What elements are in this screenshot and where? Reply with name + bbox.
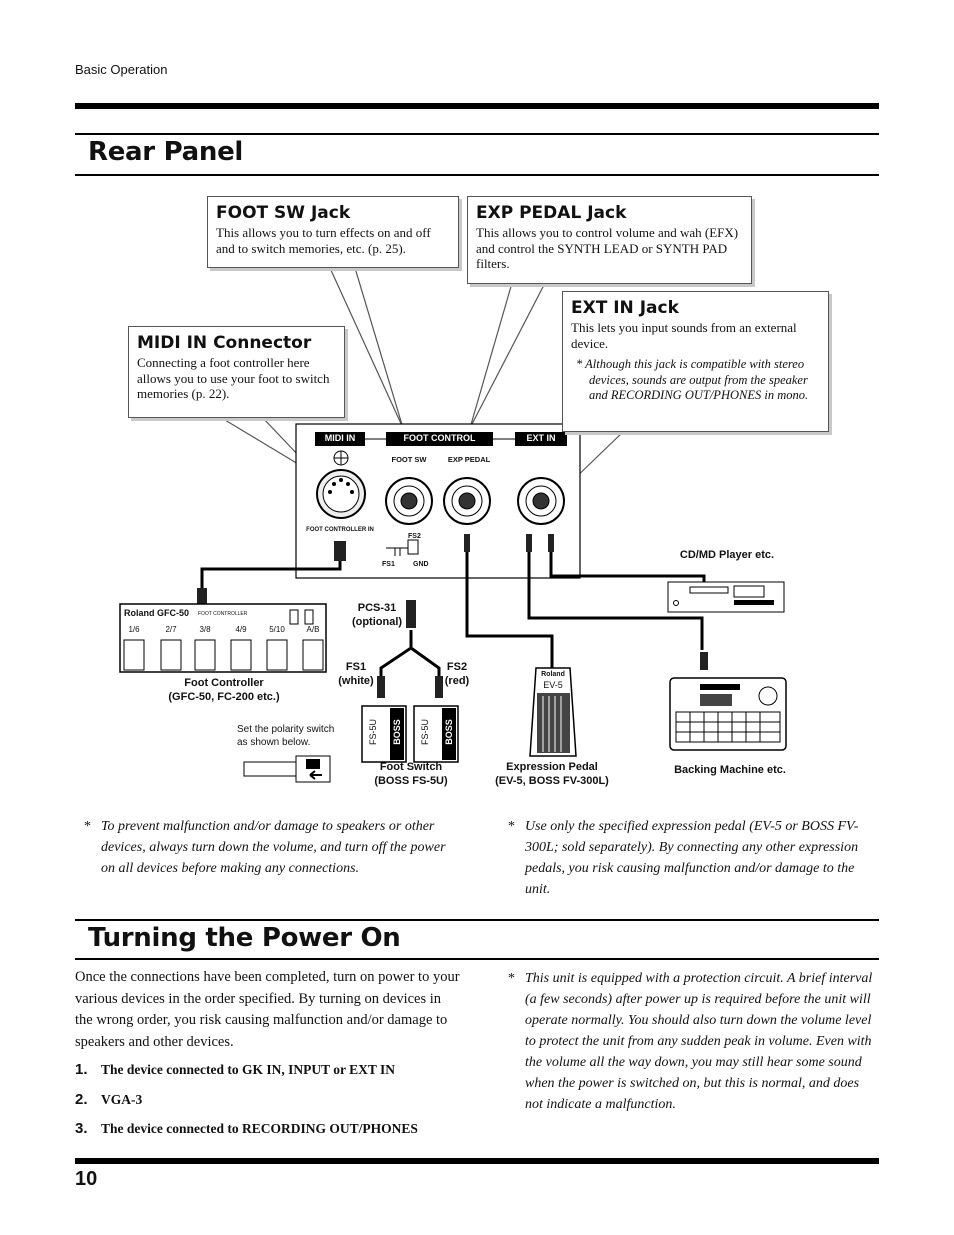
warning-right: *Use only the specified expression pedal… bbox=[508, 819, 859, 897]
label-foot-controller: Foot Controller (GFC-50, FC-200 etc.) bbox=[168, 677, 280, 703]
callout-title: FOOT SW Jack bbox=[216, 203, 351, 223]
label-pcs-31: PCS-31 (optional) bbox=[351, 602, 403, 628]
backing-machine bbox=[669, 677, 787, 751]
panel-label-foot-control: FOOT CONTROL bbox=[403, 433, 476, 443]
label-expression-pedal: Expression Pedal (EV-5, BOSS FV-300L) bbox=[495, 761, 609, 787]
boss-brand: BOSS bbox=[392, 719, 402, 745]
gfc-button-label: 1/6 bbox=[128, 625, 140, 634]
gfc-button-label: 3/8 bbox=[199, 625, 211, 634]
callout-exp-pedal: EXP PEDAL Jack This allows you to contro… bbox=[467, 196, 752, 284]
step-text: VGA-3 bbox=[101, 1092, 143, 1107]
section-rule-bottom bbox=[75, 174, 879, 176]
step-item: 2. VGA-3 bbox=[75, 1091, 142, 1108]
step-text: The device connected to RECORDING OUT/PH… bbox=[101, 1121, 418, 1136]
panel-label-gnd: GND bbox=[413, 561, 429, 568]
callout-text: Connecting a foot controller here allows… bbox=[137, 355, 330, 401]
header-rule bbox=[75, 103, 879, 109]
panel-label-ext-in: EXT IN bbox=[526, 433, 556, 443]
section-rule-top bbox=[75, 919, 879, 921]
power-on-intro: Once the connections have been completed… bbox=[75, 969, 460, 1050]
panel-label-foot-sw: FOOT SW bbox=[391, 455, 427, 464]
callout-title: EXT IN Jack bbox=[571, 298, 679, 318]
step-item: 3. The device connected to RECORDING OUT/… bbox=[75, 1120, 418, 1137]
section-title-power-on: Turning the Power On bbox=[88, 923, 401, 953]
warning-right-text: Use only the specified expression pedal … bbox=[525, 819, 859, 897]
callout-text: This lets you input sounds from an exter… bbox=[571, 320, 797, 351]
callout-ext-in: EXT IN Jack This lets you input sounds f… bbox=[562, 291, 829, 432]
ev-5-brand: Roland bbox=[541, 671, 565, 678]
running-header: Basic Operation bbox=[75, 62, 168, 77]
footer-rule bbox=[75, 1158, 879, 1164]
section-rule-top bbox=[75, 133, 879, 135]
callout-text: This allows you to control volume and wa… bbox=[476, 225, 739, 271]
label-fs1: FS1 (white) bbox=[338, 661, 374, 687]
callout-note: * Although this jack is compatible with … bbox=[576, 357, 809, 402]
fs-5u-devices bbox=[361, 705, 459, 763]
step-text: The device connected to GK IN, INPUT or … bbox=[101, 1062, 396, 1077]
warning-left-text: To prevent malfunction and/or damage to … bbox=[101, 819, 446, 876]
polarity-switch-illustration bbox=[243, 755, 331, 783]
callout-text: This allows you to turn effects on and o… bbox=[216, 225, 431, 256]
step-number: 1. bbox=[75, 1061, 88, 1078]
callout-title: EXP PEDAL Jack bbox=[476, 203, 627, 223]
panel-label-foot-controller-in: FOOT CONTROLLER IN bbox=[306, 527, 374, 533]
rear-panel-body bbox=[295, 423, 581, 579]
step-number: 3. bbox=[75, 1120, 88, 1137]
step-item: 1. The device connected to GK IN, INPUT o… bbox=[75, 1061, 395, 1078]
rear-panel-diagram bbox=[119, 267, 787, 783]
boss-brand: BOSS bbox=[444, 719, 454, 745]
panel-label-fs1: FS1 bbox=[382, 561, 395, 568]
section-rule-bottom bbox=[75, 958, 879, 960]
gfc-button-label: 5/10 bbox=[269, 625, 285, 634]
gfc-button-label: 2/7 bbox=[165, 625, 177, 634]
ev-5-model: EV-5 bbox=[543, 680, 563, 690]
panel-label-midi-in: MIDI IN bbox=[324, 433, 356, 443]
callout-title: MIDI IN Connector bbox=[137, 333, 312, 353]
label-backing-machine: Backing Machine etc. bbox=[674, 764, 786, 776]
label-cd-md-player: CD/MD Player etc. bbox=[679, 549, 775, 561]
gfc-button-label: A/B bbox=[306, 625, 320, 634]
label-polarity: Set the polarity switch as shown below. bbox=[237, 724, 335, 748]
gfc-button-label: 4/9 bbox=[235, 625, 247, 634]
power-on-note: *This unit is equipped with a protection… bbox=[508, 971, 873, 1112]
callout-foot-sw: FOOT SW Jack This allows you to turn eff… bbox=[207, 196, 459, 268]
label-fs2: FS2 (red) bbox=[444, 661, 470, 687]
power-on-note-text: This unit is equipped with a protection … bbox=[525, 971, 873, 1112]
gfc-50-device bbox=[119, 603, 327, 673]
gfc-50-sub: FOOT CONTROLLER bbox=[198, 611, 248, 617]
section-title-rear-panel: Rear Panel bbox=[88, 137, 244, 167]
fs-5u-model: FS-5U bbox=[368, 719, 378, 746]
panel-label-fs2: FS2 bbox=[408, 533, 421, 540]
gfc-50-brand: Roland GFC-50 bbox=[124, 608, 190, 618]
page-number: 10 bbox=[75, 1168, 98, 1190]
panel-label-exp-pedal: EXP PEDAL bbox=[447, 455, 491, 464]
fs-5u-model: FS-5U bbox=[420, 719, 430, 746]
warning-left: *To prevent malfunction and/or damage to… bbox=[84, 819, 446, 876]
ev-5-device bbox=[529, 667, 577, 757]
label-foot-switch: Foot Switch (BOSS FS-5U) bbox=[374, 761, 448, 787]
step-number: 2. bbox=[75, 1091, 88, 1108]
callout-midi-in: MIDI IN Connector Connecting a foot cont… bbox=[128, 326, 345, 418]
cd-md-player bbox=[667, 581, 785, 613]
